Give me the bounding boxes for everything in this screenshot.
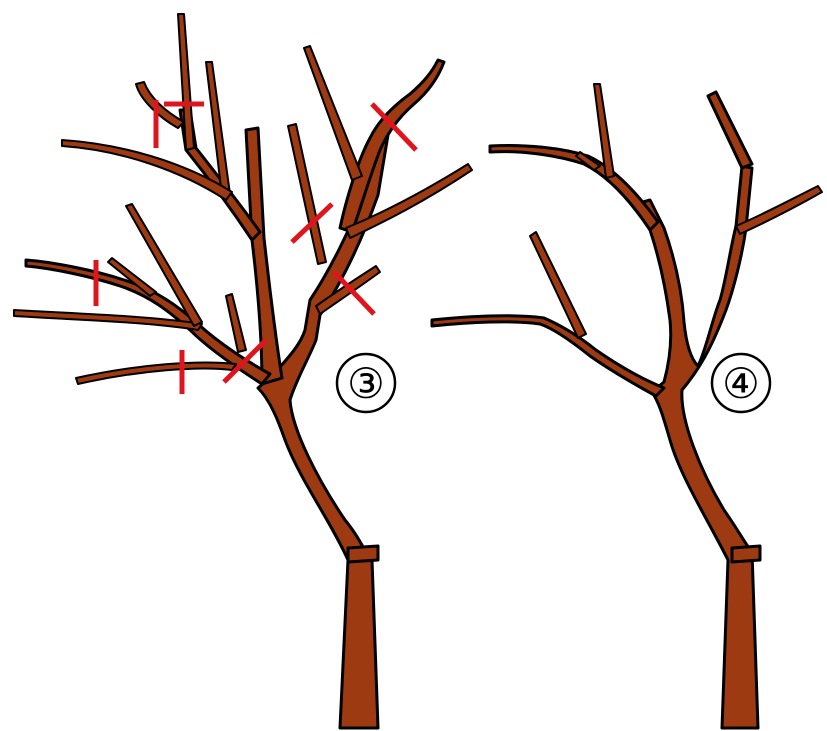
step-number: ④ [722,359,760,408]
tree-after-pruning [432,84,822,728]
step-label-after: ④ [712,354,770,412]
trunk [636,166,758,728]
trunk-stub [348,546,378,562]
twig-bottom-left [76,363,236,384]
twig-lower-short-up [226,294,246,352]
tree-before-pruning [14,14,472,728]
branch-right [708,92,752,168]
twig-top-tall [178,14,194,150]
twig-right-inner [304,46,362,180]
branch-left [490,145,658,230]
central-leader [246,128,282,384]
branch-lower-left [432,316,664,396]
trunk-stub [732,546,760,562]
step-number: ③ [347,359,385,408]
step-label-before: ③ [337,354,395,412]
